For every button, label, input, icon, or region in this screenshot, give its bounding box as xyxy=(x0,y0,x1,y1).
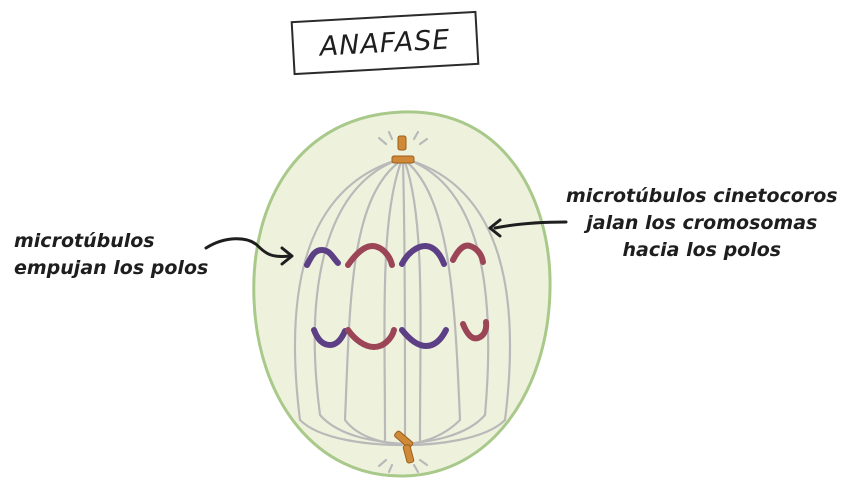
annotation-left-line-1: microtúbulos xyxy=(14,228,208,255)
annotation-left-line-2: empujan los polos xyxy=(14,255,208,282)
page-title: ANAFASE xyxy=(293,13,478,73)
annotation-right-line-2: jalan los cromosomas xyxy=(566,210,838,237)
title-box: ANAFASE xyxy=(291,11,480,75)
annotation-right-line-1: microtúbulos cinetocoros xyxy=(566,183,838,210)
annotation-right: microtúbulos cinetocoros jalan los cromo… xyxy=(566,183,838,264)
annotation-left: microtúbulos empujan los polos xyxy=(14,228,208,282)
annotation-right-line-3: hacia los polos xyxy=(566,237,838,264)
